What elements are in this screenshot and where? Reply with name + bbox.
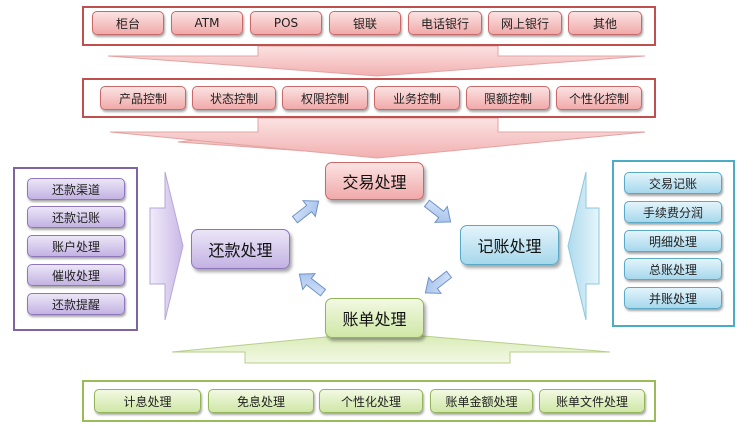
left-item-collection: 催收处理 [27, 264, 125, 286]
left-item-account-handling: 账户处理 [27, 235, 125, 257]
control-limit: 限额控制 [466, 86, 550, 110]
bottom-item-interest-free: 免息处理 [208, 389, 314, 413]
right-arrow [149, 171, 184, 321]
left-item-repayment-channel: 还款渠道 [27, 178, 125, 200]
left-item-repayment-reminder: 还款提醒 [27, 293, 125, 315]
bottom-item-bill-file: 账单文件处理 [539, 389, 645, 413]
node-billing: 账单处理 [325, 298, 424, 338]
up-arrow [171, 331, 611, 364]
bottom-item-interest: 计息处理 [94, 389, 201, 413]
right-item-account-merging: 并账处理 [624, 287, 722, 309]
right-item-transaction-posting: 交易记账 [624, 172, 722, 194]
control-personalization: 个性化控制 [556, 86, 642, 110]
control-business: 业务控制 [374, 86, 460, 110]
channel-online-banking: 网上银行 [488, 11, 562, 35]
channel-other: 其他 [568, 11, 642, 35]
bottom-item-personalization: 个性化处理 [319, 389, 423, 413]
control-permission: 权限控制 [282, 86, 368, 110]
channel-counter: 柜台 [92, 11, 164, 35]
bottom-item-bill-amount: 账单金额处理 [430, 389, 533, 413]
right-item-ledger-processing: 总账处理 [624, 258, 722, 280]
control-product: 产品控制 [100, 86, 186, 110]
channel-pos: POS [250, 11, 322, 35]
channel-phone-banking: 电话银行 [408, 11, 482, 35]
right-item-fee-sharing: 手续费分润 [624, 201, 722, 223]
right-item-detail-processing: 明细处理 [624, 230, 722, 252]
down-arrow-2b [109, 117, 646, 159]
down-arrow-1 [107, 45, 646, 77]
channel-atm: ATM [171, 11, 243, 35]
cycle-arrow-3 [424, 270, 453, 294]
left-arrow [567, 171, 600, 321]
left-item-repayment-posting: 还款记账 [27, 206, 125, 228]
node-accounting: 记账处理 [460, 225, 559, 265]
channel-unionpay: 银联 [329, 11, 401, 35]
control-status: 状态控制 [192, 86, 276, 110]
cycle-arrow-1 [291, 200, 320, 224]
node-repayment: 还款处理 [191, 229, 290, 269]
cycle-arrow-2 [423, 199, 452, 223]
cycle-arrow-4 [298, 273, 327, 297]
node-transaction: 交易处理 [325, 162, 424, 200]
